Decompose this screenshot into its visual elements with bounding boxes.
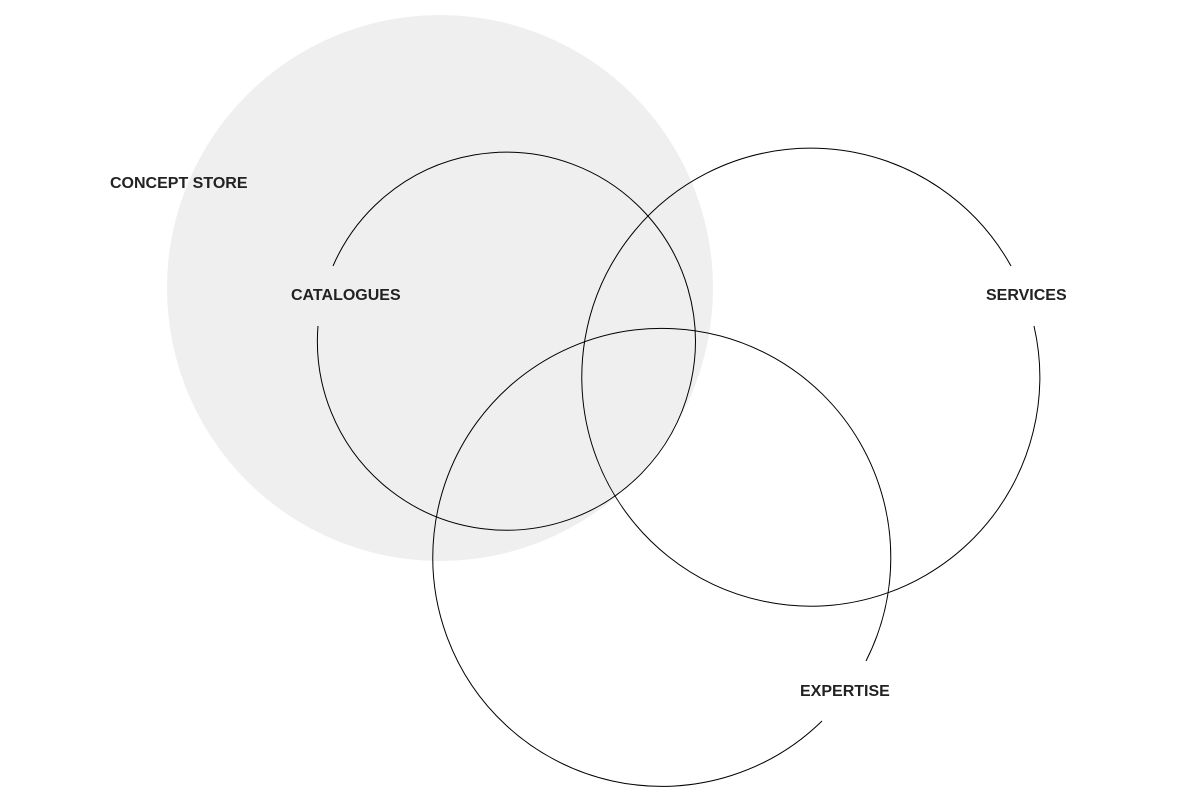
concept-store-label: CONCEPT STORE <box>110 175 248 192</box>
concept-store-circle <box>167 15 713 561</box>
catalogues-circle <box>316 151 696 531</box>
catalogues-label: CATALOGUES <box>291 287 401 304</box>
expertise-label: EXPERTISE <box>800 683 890 700</box>
services-circle <box>581 147 1041 607</box>
expertise-circle <box>432 327 892 787</box>
services-label: SERVICES <box>986 287 1067 304</box>
